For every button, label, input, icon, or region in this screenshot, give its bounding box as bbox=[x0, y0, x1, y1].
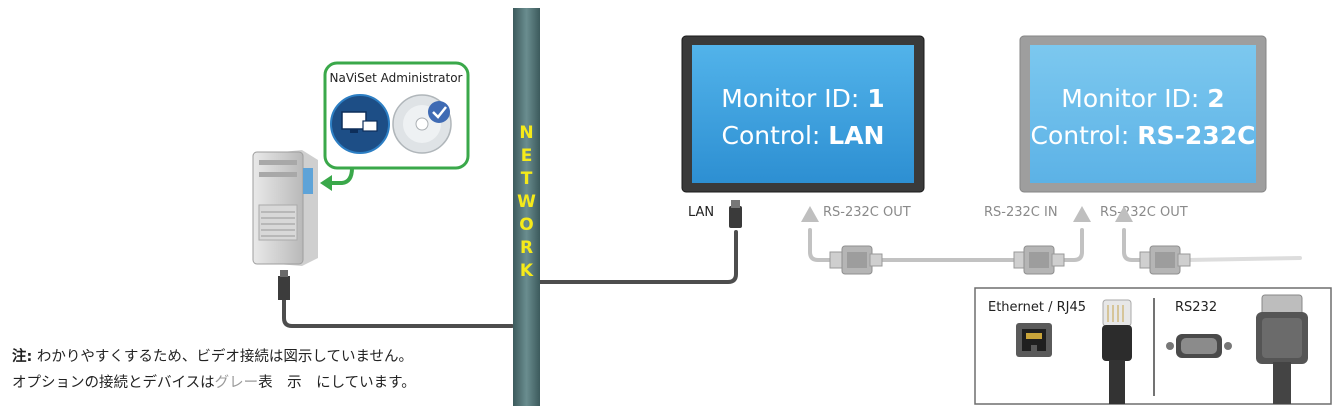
footnote: 注: わかりやすくするため、ビデオ接続は図示していません。 オプションの接続とデ… bbox=[12, 344, 416, 396]
network-letter: N bbox=[519, 123, 533, 143]
rj45-plug-icon bbox=[1102, 299, 1132, 404]
up-arrow-icons bbox=[801, 206, 1133, 222]
monitor-1-control-line: Control: LAN bbox=[722, 121, 885, 150]
network-letter: R bbox=[520, 238, 533, 258]
db9-plug-icon bbox=[1256, 294, 1308, 404]
network-letter: K bbox=[520, 261, 534, 281]
network-backbone: N E T W O R K bbox=[513, 8, 540, 406]
network-letter: W bbox=[517, 192, 536, 212]
footnote-line-2-b: 表 示 にしています。 bbox=[258, 375, 416, 391]
rs232c-in-label-2: RS-232C IN bbox=[984, 205, 1058, 220]
server-pc bbox=[252, 150, 318, 300]
naviset-software-bubble: NaViSet Administrator bbox=[320, 61, 470, 191]
legend-ethernet-label: Ethernet / RJ45 bbox=[988, 300, 1086, 315]
naviset-app-icon bbox=[330, 94, 390, 154]
rs232c-out-label-1: RS-232C OUT bbox=[823, 205, 911, 220]
monitor-2-id-line: Monitor ID: 2 bbox=[1061, 84, 1224, 113]
monitor-1-id-value: 1 bbox=[867, 84, 884, 113]
network-letter: E bbox=[521, 146, 533, 166]
monitor-2-id-label: Monitor ID: bbox=[1061, 84, 1207, 113]
monitor-1-control-label: Control: bbox=[722, 121, 829, 150]
monitor-2-control-line: Control: RS-232C bbox=[1031, 121, 1256, 150]
legend-rs232-label: RS232 bbox=[1175, 300, 1217, 315]
rj45-jack-icon bbox=[1016, 323, 1052, 357]
monitor-2-control-label: Control: bbox=[1031, 121, 1138, 150]
network-letter: T bbox=[521, 169, 533, 189]
connector-legend: Ethernet / RJ45 RS232 bbox=[974, 287, 1332, 405]
lan-cables bbox=[282, 230, 738, 328]
monitor-2-id-value: 2 bbox=[1207, 84, 1224, 113]
footnote-line-1: 注: わかりやすくするため、ビデオ接続は図示していません。 bbox=[12, 344, 416, 370]
monitor-1-id-line: Monitor ID: 1 bbox=[721, 84, 884, 113]
green-arrow-head bbox=[320, 175, 332, 191]
footnote-line-2: オプションの接続とデバイスはグレー表 示 にしています。 bbox=[12, 370, 416, 396]
monitor-2: Monitor ID: 2 Control: RS-232C bbox=[1019, 35, 1267, 193]
footnote-line-1-text: わかりやすくするため、ビデオ接続は図示していません。 bbox=[32, 349, 414, 365]
lan-plug bbox=[729, 200, 742, 228]
monitor-1-control-value: LAN bbox=[828, 121, 884, 150]
monitor-2-control-value: RS-232C bbox=[1137, 121, 1255, 150]
db9-connector bbox=[1013, 245, 1065, 275]
cd-disc-icon bbox=[392, 94, 452, 154]
monitor-1-id-label: Monitor ID: bbox=[721, 84, 867, 113]
db9-connector bbox=[829, 245, 883, 275]
monitor-1: Monitor ID: 1 Control: LAN bbox=[681, 35, 925, 193]
green-arrow bbox=[330, 167, 354, 185]
footnote-gray-word: グレー bbox=[214, 375, 259, 391]
naviset-label: NaViSet Administrator bbox=[330, 71, 463, 85]
rs232c-out-label-2: RS-232C OUT bbox=[1100, 205, 1188, 220]
footnote-line-2-a: オプションの接続とデバイスは bbox=[12, 375, 215, 391]
footnote-bold-label: 注: bbox=[12, 349, 33, 365]
rs232-cables bbox=[808, 228, 1302, 262]
network-letter: O bbox=[519, 215, 533, 235]
lan-port-label: LAN bbox=[688, 205, 714, 220]
db9-socket-icon bbox=[1166, 334, 1232, 358]
db9-connector bbox=[1139, 245, 1191, 275]
